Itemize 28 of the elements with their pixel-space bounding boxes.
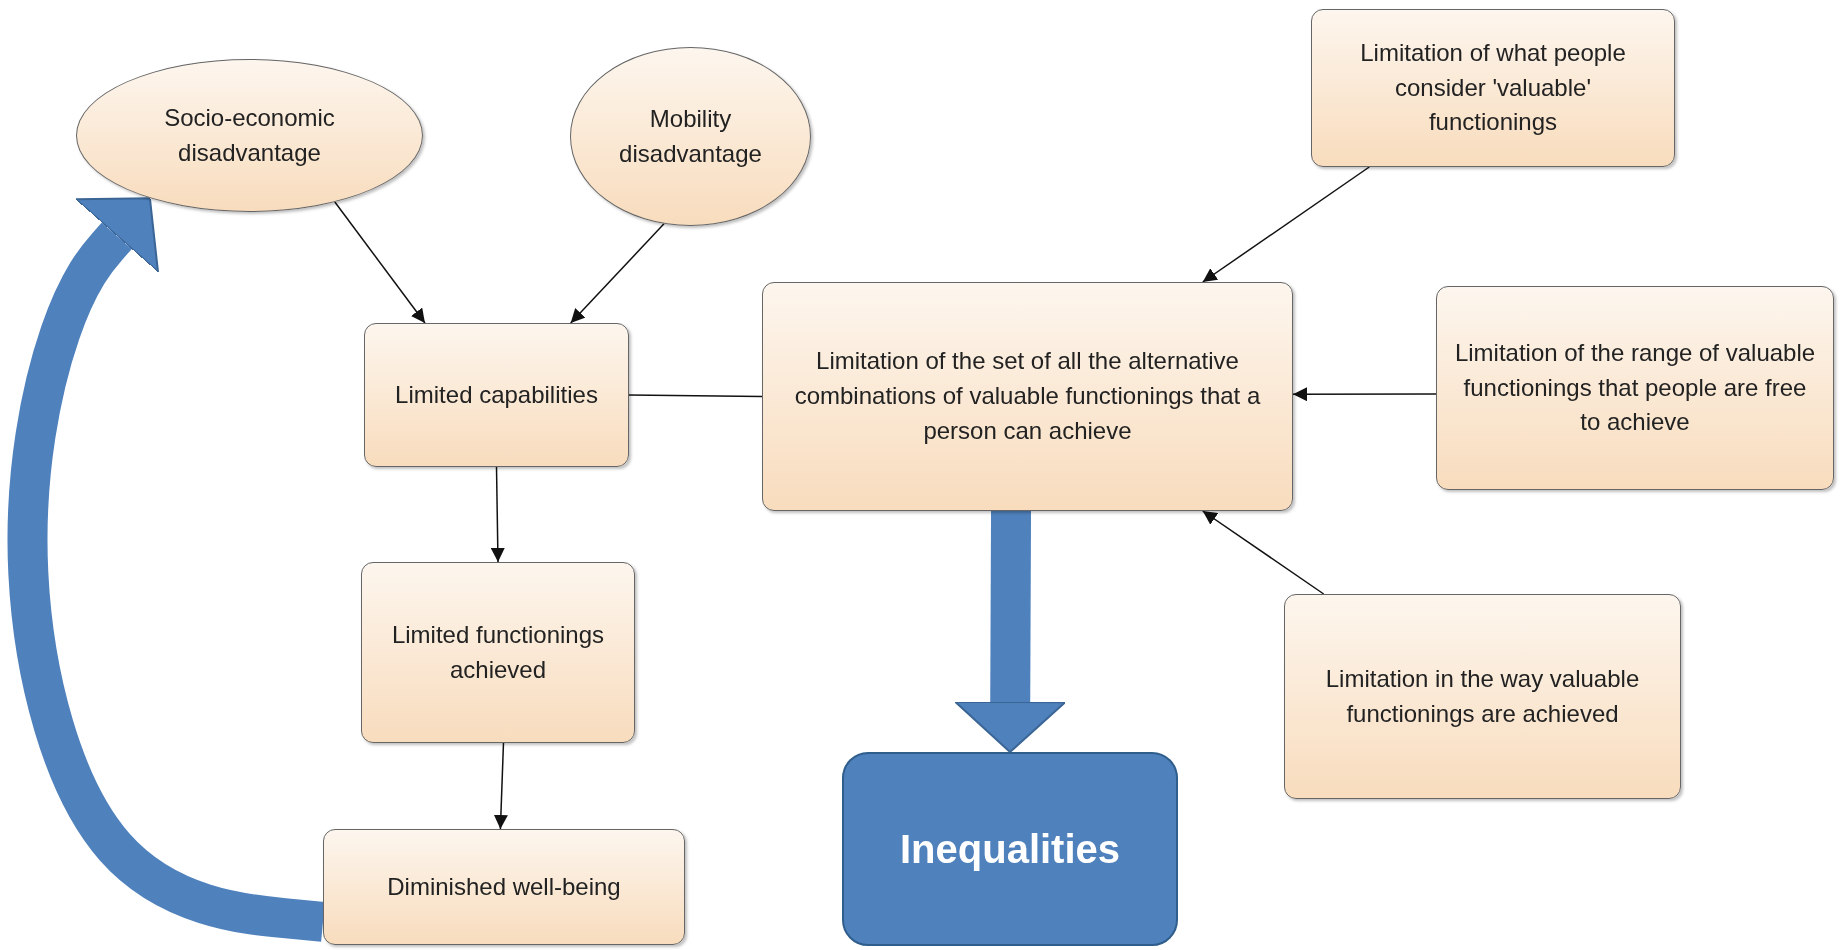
process-box: [364, 323, 629, 467]
node-label: Limitation of the range of valuable functionings that people are free to achieve: [1453, 337, 1817, 438]
block-arrow: [954, 510, 1067, 753]
node-label: Inequalities: [899, 826, 1121, 873]
result-box: [842, 752, 1178, 946]
node-label: Diminished well-being: [387, 871, 621, 902]
arrow: [1202, 166, 1370, 283]
node-label: Limitation in the way valuable functionings are achieved: [1324, 663, 1641, 729]
node-label: Mobility disadvantage: [618, 103, 763, 169]
node-label: Limited functionings achieved: [390, 619, 606, 685]
process-box: [1436, 286, 1834, 490]
arrow: [334, 201, 426, 324]
process-box: [1311, 9, 1675, 167]
arrow: [493, 742, 508, 830]
node-label: Limitation of the set of all the alternative combinations of valuable functionings that a person can achieve: [793, 346, 1262, 446]
process-box: [361, 562, 635, 743]
process-box: [762, 282, 1293, 511]
process-box: [1284, 594, 1681, 799]
connector-line: [628, 394, 763, 398]
node-label: Socio-economic disadvantage: [163, 102, 336, 168]
arrow: [490, 466, 505, 563]
process-box: [323, 829, 685, 945]
node-label: Limitation of what people consider 'valuable' functionings: [1359, 37, 1627, 138]
node-label: Limited capabilities: [395, 379, 598, 410]
block-arrow: [7, 197, 325, 942]
arrow: [1292, 387, 1437, 402]
arrow: [569, 223, 665, 324]
arrow: [1202, 510, 1325, 595]
